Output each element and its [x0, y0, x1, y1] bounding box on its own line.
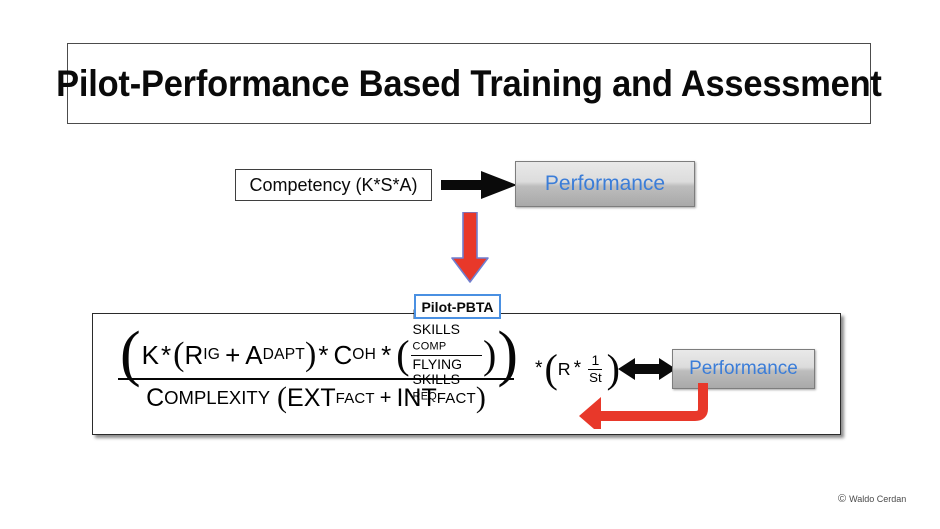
operator-star-3: *: [381, 339, 392, 370]
term-a-base: A: [245, 339, 263, 370]
term-k: K: [141, 339, 159, 370]
operator-star-right: *: [535, 358, 543, 379]
page-title: Pilot-Performance Based Training and Ass…: [56, 62, 882, 104]
operator-star-inner: *: [573, 358, 582, 379]
term-c-base: C: [333, 339, 353, 370]
fs-den-sub: REQ: [412, 390, 438, 403]
operator-plus-2: +: [379, 386, 392, 409]
pilot-pbta-tag: Pilot-PBTA: [414, 294, 501, 319]
term-a-sub: DAPT: [262, 346, 306, 363]
performance-box-top: Performance: [515, 161, 695, 207]
arrow-left-right-black-icon: [618, 355, 676, 383]
paren-outer-open: (: [120, 320, 141, 389]
term-ext-sub: FACT: [335, 389, 375, 407]
competency-label: Competency (K*S*A): [249, 174, 418, 195]
paren-right-close: ): [606, 346, 620, 391]
term-ext-base: EXT: [287, 383, 336, 412]
arrow-right-black-icon: [441, 169, 519, 201]
stress-numerator: 1: [588, 353, 603, 370]
paren-right-open: (: [544, 346, 558, 391]
arrow-feedback-red-icon: [575, 383, 735, 435]
operator-star-2: *: [318, 339, 329, 370]
performance-box-bottom: Performance: [672, 349, 815, 389]
term-int-base: INT: [396, 383, 437, 412]
term-reliability-r: R: [557, 358, 571, 379]
flying-skills-denominator: FLYING SKILLS REQ: [411, 356, 483, 404]
fs-den-main: FLYING SKILLS: [412, 355, 463, 387]
arrow-down-red-icon: [448, 211, 492, 284]
copyright-name: Waldo Cerdan: [849, 494, 907, 504]
fs-num-sub: COMP: [412, 340, 447, 353]
copyright-icon: ©: [838, 493, 847, 505]
paren-denominator-open: (: [277, 381, 288, 414]
paren-inner-close: ): [305, 336, 317, 374]
operator-star-1: *: [161, 339, 172, 370]
copyright-notice: © Waldo Cerdan: [838, 493, 906, 505]
paren-outer-close: ): [497, 320, 518, 389]
pilot-pbta-label: Pilot-PBTA: [421, 298, 494, 315]
term-r-sub: IG: [203, 346, 221, 363]
performance-label-bottom: Performance: [689, 358, 798, 379]
competency-box: Competency (K*S*A): [235, 169, 432, 201]
paren-fs-close: ): [483, 332, 497, 377]
paren-denominator-close: ): [475, 381, 486, 414]
paren-inner-open: (: [173, 336, 185, 374]
stress-denominator: St: [589, 369, 602, 385]
operator-plus-1: +: [225, 339, 241, 370]
term-r-base: R: [184, 339, 204, 370]
term-int-sub: FACT: [436, 389, 476, 407]
reliability-term: * ( R * 1 St ): [533, 345, 620, 393]
performance-label-top: Performance: [544, 172, 666, 195]
term-complexity-rest: OMPLEXITY: [164, 387, 271, 408]
page-title-box: Pilot-Performance Based Training and Ass…: [56, 43, 882, 124]
term-c-sub: OH: [352, 346, 377, 363]
paren-fs-open: (: [396, 332, 410, 377]
fraction-bar: [118, 378, 514, 380]
stress-fraction: 1 St: [586, 353, 605, 385]
term-complexity-c: C: [146, 383, 165, 412]
